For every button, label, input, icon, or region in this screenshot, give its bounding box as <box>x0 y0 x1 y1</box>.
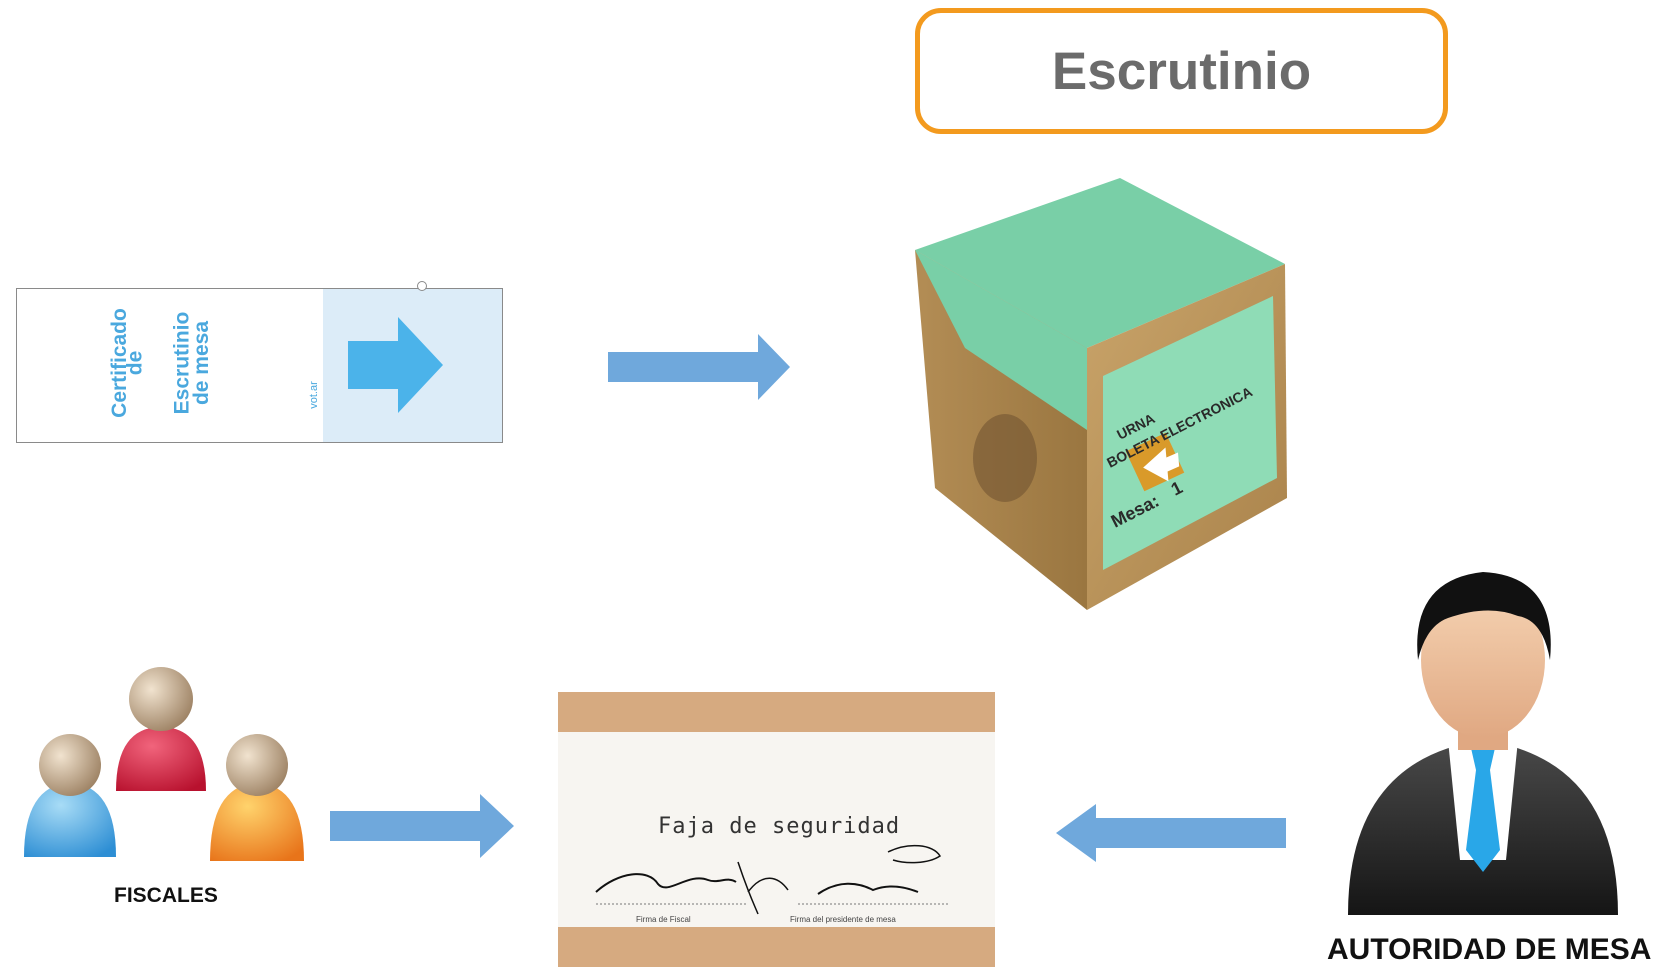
autoridad-label: AUTORIDAD DE MESA <box>1327 933 1652 966</box>
fiscales-label: FISCALES <box>114 884 218 907</box>
tape-sign-left: Firma de Fiscal <box>636 915 691 924</box>
tape-paper: Faja de seguridad Firma de Fiscal Firma … <box>558 732 995 927</box>
certificate-arrow-icon <box>348 317 443 413</box>
tape-top-strip <box>558 692 995 732</box>
tape-bottom-strip <box>558 927 995 967</box>
certificate-line-4: de mesa <box>190 320 214 406</box>
autoridad-person-icon <box>1348 572 1618 915</box>
certificate-arrow-panel <box>323 289 502 442</box>
certificate-card: Certificado de Escrutinio de mesa vot.ar <box>16 281 503 443</box>
certificate-brand: vot.ar <box>307 381 320 409</box>
certificate-line-2: de <box>123 350 147 376</box>
security-tape-image: Faja de seguridad Firma de Fiscal Firma … <box>558 692 995 972</box>
arrow-left-to-tape <box>1056 804 1286 862</box>
signatures-graphic <box>595 844 948 915</box>
tape-sign-right: Firma del presidente de mesa <box>790 915 896 924</box>
diagram-title: Escrutinio <box>1051 41 1312 101</box>
fiscales-group-icon <box>24 667 304 861</box>
ballot-box-image: URNA BOLETA ELECTRONICA Mesa: 1 <box>915 178 1287 610</box>
certificate-notch <box>417 281 427 291</box>
arrow-right-to-tape <box>330 794 514 858</box>
arrow-right-to-urn <box>608 334 790 400</box>
title-box: Escrutinio <box>915 8 1448 134</box>
tape-title: Faja de seguridad <box>658 814 901 839</box>
